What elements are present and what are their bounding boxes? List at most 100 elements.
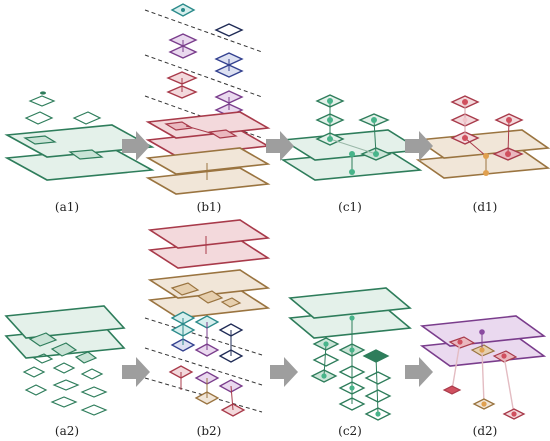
dashed-separator [144,377,263,413]
panel-a2 [4,305,126,416]
panel-label-b1: (b1) [196,200,222,214]
node-dot [462,99,468,105]
edge [230,385,234,411]
node-plane [338,365,366,379]
edge [503,355,515,415]
edge [329,138,377,155]
node-dot [483,170,489,176]
node-dot [327,136,333,142]
small-node-plane [80,404,108,416]
panel-label-c1: (c1) [338,200,362,214]
dashed-separator [144,54,263,98]
small-node-plane [52,362,76,374]
panel-c1 [280,94,423,181]
node-dot [349,315,355,321]
small-node-plane [208,129,238,139]
node-dot [481,401,487,407]
small-node-plane [68,149,104,160]
arrow-right-icon [405,357,433,387]
node-dot [327,117,333,123]
arrow-right-icon [266,131,294,161]
small-node-plane [72,111,102,125]
node-dot [323,341,329,347]
small-node-plane [32,353,54,364]
panel-label-a1: (a1) [54,200,80,214]
arrow-right-icon [270,357,298,387]
large-plane [288,287,412,319]
edge [507,119,510,155]
dashed-separator [144,9,263,53]
panel-b2 [144,219,271,417]
small-node-plane [220,297,242,308]
small-node-plane [52,379,80,391]
node-dot [375,411,381,417]
edge [481,349,485,405]
edge [185,125,215,135]
node-dot [457,339,463,345]
small-node-plane [23,135,57,145]
node-dot [505,151,511,157]
node-plane [312,353,340,367]
small-node-plane [50,342,78,357]
small-node-plane [80,368,104,380]
edge [451,341,461,391]
large-plane [4,305,126,339]
node-dot [462,117,468,123]
node-dot [501,353,507,359]
node-dot [40,91,46,95]
edge [464,137,487,157]
small-node-plane [22,366,46,378]
node-dot [462,135,468,141]
node-plane [214,23,244,37]
arrow-right-icon [122,131,150,161]
edge [373,119,377,155]
panel-c2 [288,287,412,421]
edge [323,343,327,377]
node-dot [371,117,377,123]
panel-label-d1: (d1) [472,200,498,214]
node-dot [373,151,379,157]
arrow-right-icon [405,131,433,161]
large-plane [147,219,271,249]
node-dot [349,151,355,157]
node-plane [364,371,392,385]
small-node-plane [28,95,56,107]
node-dot [479,347,485,353]
panel-label-c2: (c2) [338,424,362,438]
node-dot [511,411,517,417]
node-dot [327,98,333,104]
node-plane [442,385,462,395]
panel-label-b2: (b2) [196,424,222,438]
small-node-plane [196,290,224,304]
node-plane [218,323,244,337]
large-plane [4,124,155,158]
node-plane [364,407,392,421]
edge [375,355,379,415]
large-plane [145,147,271,175]
large-plane [145,111,271,139]
small-node-plane [24,384,48,396]
node-plane [364,389,392,403]
node-plane [338,397,366,411]
small-node-plane [24,111,54,125]
panel-a1 [4,91,155,181]
node-dot [349,385,355,391]
node-dot [479,329,485,335]
node-dot [321,373,327,379]
node-dot [483,153,489,159]
small-node-plane [74,351,98,364]
small-node-plane [50,396,78,408]
node-dot [506,117,512,123]
small-node-plane [80,386,108,398]
panel-d1 [415,95,550,179]
panel-label-a2: (a2) [54,424,80,438]
small-node-plane [170,282,200,296]
small-node-plane [28,332,58,347]
panel-b1 [144,3,271,195]
arrow-right-icon [122,357,150,387]
node-dot [349,169,355,175]
large-plane [145,167,271,195]
node-plane [338,381,366,395]
node-plane [218,349,244,363]
node-dot [349,347,355,353]
